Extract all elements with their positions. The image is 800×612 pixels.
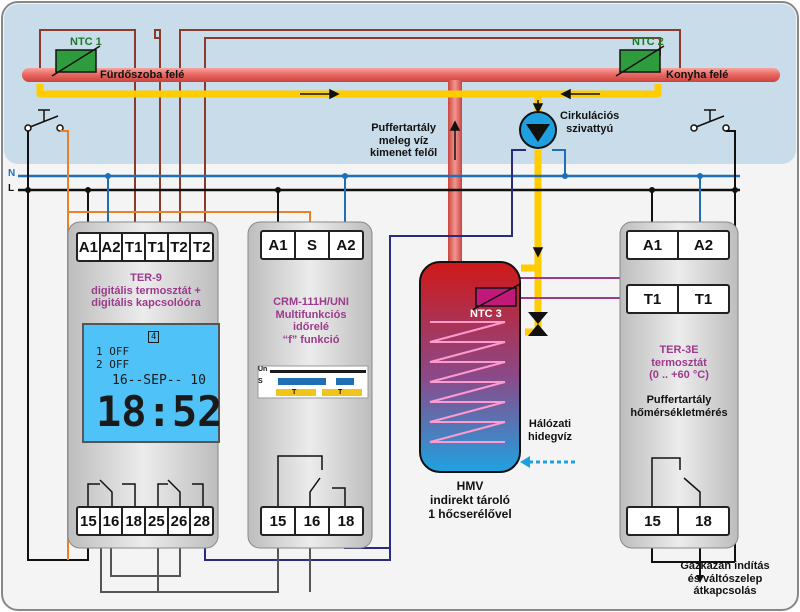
ter9-terminal: T1	[146, 234, 169, 260]
crm-diagram-t2: T	[338, 389, 343, 396]
hmv-tank	[419, 261, 521, 473]
crm-title: CRM-111H/UNI Multifunkciós időrelé “f” f…	[273, 296, 349, 346]
lcd-date: 16--SEP-- 10	[112, 373, 206, 388]
ter9-terminal: T1	[123, 234, 147, 260]
ter9-bottom-terminals: 15 16 18 25 26 28	[76, 506, 214, 536]
crm-diagram-t1: T	[292, 389, 297, 396]
live-label: L	[8, 183, 15, 194]
lcd-line2: 2 OFF	[96, 358, 130, 371]
neutral-label: N	[8, 168, 16, 179]
ntc3-sensor	[471, 283, 521, 311]
kitchen-label: Konyha felé	[666, 69, 729, 81]
ntc2-label: NTC 2	[632, 36, 664, 48]
crm-terminal: A2	[336, 236, 356, 254]
crm-terminal: S	[296, 232, 330, 258]
crm-terminal: 16	[296, 508, 330, 534]
ter9-terminal: 28	[193, 512, 211, 530]
lcd-time: 18:52	[96, 387, 223, 436]
hot-water-pipe	[22, 68, 780, 82]
ter3e-contacts	[651, 457, 701, 510]
ter3e-mid-terminals: T1 T1	[626, 284, 730, 314]
crm-terminal: 18	[337, 512, 355, 530]
ter3e-top-terminals: A1 A2	[626, 230, 730, 260]
ter3e-bottom-terminals: 15 18	[626, 506, 730, 536]
footer-label: Gázkazán indítás és váltószelep átkapcso…	[680, 560, 770, 598]
ter9-title: TER-9 digitális termosztát + digitális k…	[91, 272, 201, 310]
ter3e-terminal: 18	[695, 512, 712, 530]
crm-terminal: A1	[262, 232, 296, 258]
ter9-contacts	[87, 479, 204, 510]
ter9-top-terminals: A1 A2 T1 T1 T2 T2	[76, 232, 214, 262]
ntc3-label: NTC 3	[470, 308, 502, 320]
ter3e-subtitle: Puffertartály hőmérsékletmérés	[630, 394, 728, 419]
crm-terminal: 15	[262, 508, 296, 534]
ter3e-terminal: 15	[628, 508, 679, 534]
crm-bottom-terminals: 15 16 18	[260, 506, 364, 536]
flow-arrows	[300, 88, 600, 258]
crm-contacts	[277, 455, 346, 510]
ter3e-terminal: A2	[693, 236, 714, 254]
tank-caption: HMV indirekt tároló 1 hőcserélővel	[428, 479, 512, 521]
ter9-terminal: 15	[78, 508, 101, 534]
lcd-badge: 4	[148, 331, 160, 343]
ter3e-terminal: A1	[628, 232, 679, 258]
crm-top-terminals: A1 S A2	[260, 230, 364, 260]
ntc1-label: NTC 1	[70, 36, 102, 48]
ter3e-title: TER-3E termosztát (0 .. +60 °C)	[649, 344, 709, 382]
lcd-line1: 1 OFF	[96, 345, 130, 358]
check-valve	[528, 312, 548, 336]
crm-diagram-s: S	[258, 378, 263, 385]
ter9-terminal: A1	[78, 234, 101, 260]
brown-sensor-wires	[39, 29, 681, 232]
crm-timing-diagram	[257, 365, 369, 399]
cold-water-arrow	[520, 456, 530, 468]
ter9-terminal: A2	[101, 234, 124, 260]
cold-water-label: Hálózati hidegvíz	[528, 418, 573, 443]
ter9-terminal: T2	[192, 238, 211, 256]
bath-label: Fürdőszoba felé	[100, 69, 185, 81]
ter9-terminal: 25	[146, 508, 169, 534]
ter9-terminal: 18	[123, 508, 147, 534]
ntc2-sensor	[615, 45, 665, 77]
ter9-terminal: 26	[169, 508, 192, 534]
ter9-lcd: 4 1 OFF 2 OFF 16--SEP-- 10 18:52	[82, 323, 223, 443]
ter9-terminal: T2	[169, 234, 192, 260]
ter3e-housing	[619, 221, 739, 549]
ter9-terminal: 16	[101, 508, 124, 534]
circulation-pump	[519, 111, 557, 149]
switch-right	[690, 109, 730, 132]
buffer-riser-pipe	[448, 80, 462, 280]
pump-label: Cirkulációs szivattyú	[560, 110, 620, 135]
sky-area	[4, 4, 796, 164]
ter3e-terminal: T1	[628, 286, 679, 312]
ntc1-sensor	[51, 45, 101, 77]
crm-diagram-un: Un	[258, 366, 268, 373]
output-arrow	[696, 575, 704, 583]
ter3e-terminal: T1	[694, 290, 713, 308]
buffer-out-label: Puffertartály meleg víz kimenet felől	[370, 122, 438, 160]
